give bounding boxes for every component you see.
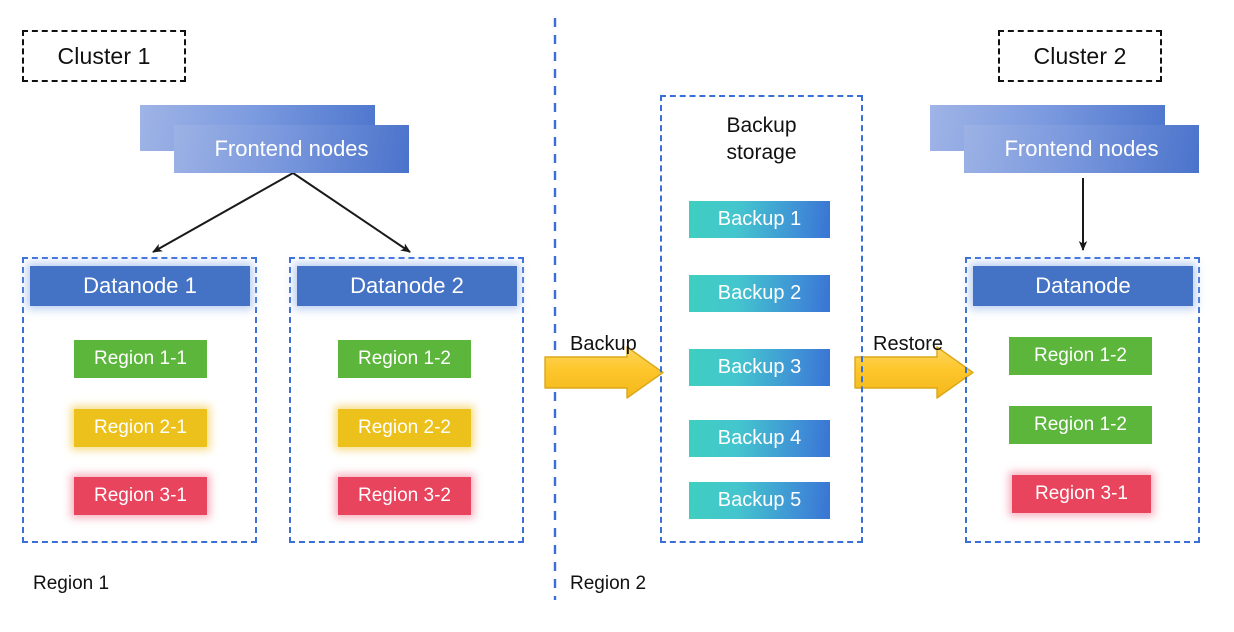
region-2-text: Region 2 [570,573,647,594]
region-label: Region 1-2 [1034,414,1127,435]
frontend-nodes-cluster-2[interactable]: Frontend nodes [930,105,1202,175]
region-1-label: Region 1 [33,573,109,595]
restore-flow-text: Restore [873,333,944,355]
region-chip-1-2[interactable]: Region 1-2 [338,340,471,378]
backup-storage-title: Backup storage [660,112,863,166]
cluster-2-label: Cluster 2 [1033,42,1127,69]
region-chip-2-1[interactable]: Region 2-1 [74,409,207,447]
region-label: Region 3-2 [358,485,451,506]
backup-chip-1[interactable]: Backup 1 [689,201,830,238]
backup-chip-3[interactable]: Backup 3 [689,349,830,386]
region-label: Region 2-2 [358,417,451,438]
datanode-3-container [965,257,1200,543]
region-label: Region 2-1 [94,417,187,438]
restore-flow-label: Restore [873,333,943,356]
region-chip-1-1[interactable]: Region 1-1 [74,340,207,378]
region-chip-3-1[interactable]: Region 3-1 [74,477,207,515]
backup-label: Backup 1 [717,208,802,230]
frontend-nodes-front-layer: Frontend nodes [964,125,1199,173]
backup-flow-text: Backup [570,333,637,355]
region-label: Region 3-1 [94,485,187,506]
backup-label: Backup 4 [717,427,802,449]
region-chip-r3[interactable]: Region 3-1 [1012,475,1151,513]
backup-flow-label: Backup [570,333,637,356]
cluster-2-chip: Cluster 2 [998,30,1162,82]
backup-label: Backup 5 [717,489,802,511]
region-chip-r1[interactable]: Region 1-2 [1009,337,1152,375]
backup-chip-4[interactable]: Backup 4 [689,420,830,457]
datanode-2-title: Datanode 2 [350,273,464,298]
datanode-1-header[interactable]: Datanode 1 [30,266,250,306]
cluster-1-label: Cluster 1 [57,42,151,69]
region-chip-3-2[interactable]: Region 3-2 [338,477,471,515]
region-label: Region 1-2 [1034,345,1127,366]
region-label: Region 3-1 [1035,483,1128,504]
region-label: Region 1-1 [94,348,187,369]
region-label: Region 1-2 [358,348,451,369]
datanode-3-title: Datanode [1035,273,1131,298]
backup-storage-title-line-2: storage [726,141,797,164]
frontend-nodes-label-1: Frontend nodes [214,136,369,161]
region-2-label: Region 2 [570,573,646,595]
datanode-2-container [289,257,524,543]
frontend-nodes-cluster-1[interactable]: Frontend nodes [140,105,412,175]
backup-label: Backup 3 [717,356,802,378]
arrow-frontend-to-datanode1 [152,172,294,253]
backup-label: Backup 2 [717,282,802,304]
region-chip-2-2[interactable]: Region 2-2 [338,409,471,447]
datanode-3-header[interactable]: Datanode [973,266,1193,306]
arrow-frontend-to-datanode2 [292,172,411,253]
datanode-2-header[interactable]: Datanode 2 [297,266,517,306]
frontend-nodes-label-2: Frontend nodes [1004,136,1159,161]
datanode-1-container [22,257,257,543]
region-1-text: Region 1 [33,573,110,594]
region-chip-r2[interactable]: Region 1-2 [1009,406,1152,444]
backup-chip-5[interactable]: Backup 5 [689,482,830,519]
backup-storage-container [660,95,863,543]
backup-chip-2[interactable]: Backup 2 [689,275,830,312]
cluster-1-chip: Cluster 1 [22,30,186,82]
backup-storage-title-line-1: Backup [726,114,797,137]
frontend-nodes-front-layer: Frontend nodes [174,125,409,173]
datanode-1-title: Datanode 1 [83,273,197,298]
